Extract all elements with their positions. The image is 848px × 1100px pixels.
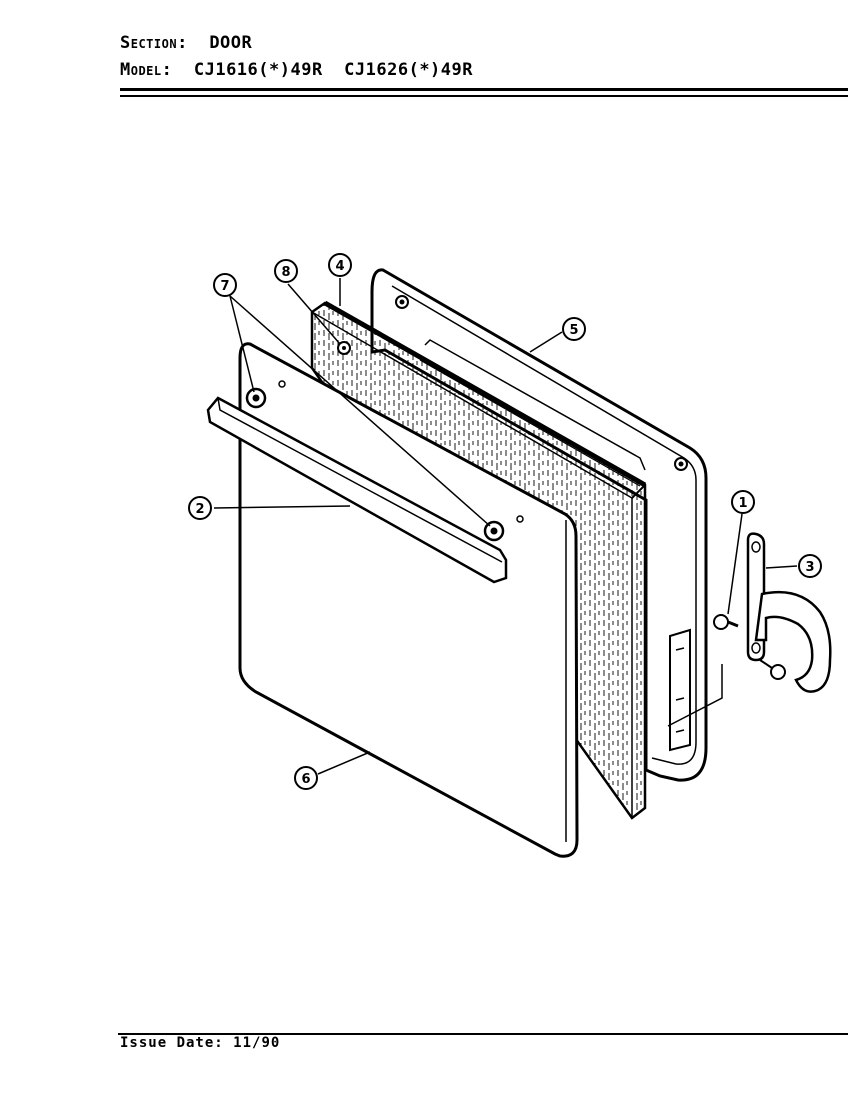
callout-1-label: 1 (738, 496, 747, 511)
model-row: Model: CJ1616(*)49R CJ1626(*)49R (120, 60, 473, 80)
issue-date-value: 11/90 (233, 1035, 281, 1051)
callout-2-label: 2 (195, 502, 204, 517)
model-value-2: CJ1626(*)49R (344, 60, 473, 80)
callout-8: 8 (274, 259, 298, 283)
model-label: Model: (120, 60, 173, 80)
issue-date: Issue Date: 11/90 (120, 1035, 280, 1051)
door-hinge (746, 532, 832, 693)
callout-8-label: 8 (281, 265, 290, 280)
callout-4: 4 (328, 253, 352, 277)
footer-rule (118, 1033, 848, 1035)
door-handle (206, 396, 508, 584)
section-value: DOOR (209, 33, 253, 53)
callout-6-label: 6 (301, 772, 310, 787)
leader-lines (213, 278, 798, 775)
section-label: Section: (120, 33, 188, 53)
callout-2: 2 (188, 496, 212, 520)
issue-date-label: Issue Date: (120, 1035, 224, 1051)
screw (337, 341, 351, 355)
section-row: Section: DOOR (120, 33, 252, 53)
model-value-1: CJ1616(*)49R (193, 60, 323, 80)
callout-7-label: 7 (220, 279, 229, 294)
callout-1: 1 (731, 490, 755, 514)
callout-3-label: 3 (805, 560, 814, 575)
callout-6: 6 (294, 766, 318, 790)
hinge-screws (713, 614, 786, 680)
callout-5-label: 5 (569, 323, 578, 338)
callout-5: 5 (562, 317, 586, 341)
callout-4-label: 4 (335, 259, 344, 274)
callout-7: 7 (213, 273, 237, 297)
header-rule-bottom (120, 95, 848, 97)
header-rule-top (120, 88, 848, 91)
callout-3: 3 (798, 554, 822, 578)
